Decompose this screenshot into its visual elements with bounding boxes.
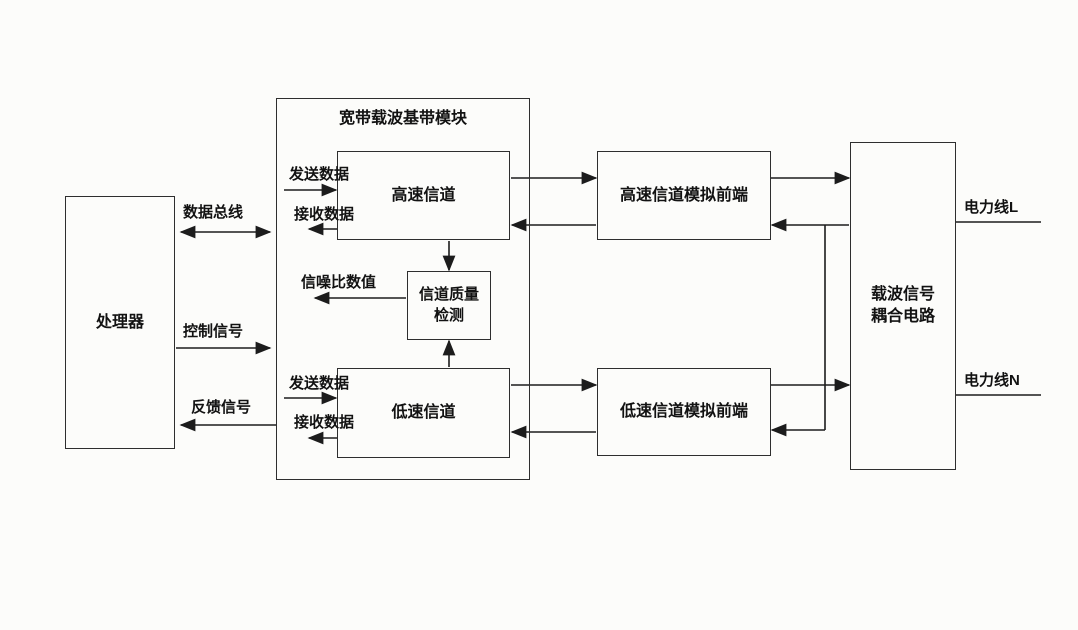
node-high-speed-afe: 高速信道模拟前端 xyxy=(597,151,771,240)
module-frame-broadband-baseband xyxy=(276,98,530,480)
label-hs-receive-data: 接收数据 xyxy=(294,206,355,223)
label-power-line-l: 电力线L xyxy=(964,199,1019,216)
module-title: 宽带载波基带模块 xyxy=(338,110,467,127)
node-high-speed-afe-label: 高速信道模拟前端 xyxy=(619,186,748,204)
node-low-speed-channel-label: 低速信道 xyxy=(391,404,456,422)
label-ls-receive-data: 接收数据 xyxy=(294,414,355,431)
label-feedback-signal: 反馈信号 xyxy=(191,399,252,416)
node-low-speed-channel: 低速信道 xyxy=(337,368,510,458)
node-processor-label: 处理器 xyxy=(95,313,144,331)
label-hs-send-data: 发送数据 xyxy=(289,166,350,183)
label-power-line-n: 电力线N xyxy=(964,372,1020,389)
label-data-bus: 数据总线 xyxy=(183,204,244,221)
node-high-speed-channel: 高速信道 xyxy=(337,151,510,240)
node-channel-quality-detect: 信道质量 检测 xyxy=(407,271,491,340)
node-channel-quality-line2: 检测 xyxy=(433,306,464,324)
node-low-speed-afe-label: 低速信道模拟前端 xyxy=(619,403,748,421)
node-coupling-line2: 耦合电路 xyxy=(870,308,935,325)
node-coupling-circuit: 载波信号 耦合电路 xyxy=(850,142,956,470)
node-low-speed-afe: 低速信道模拟前端 xyxy=(597,368,771,456)
label-snr-value: 信噪比数值 xyxy=(301,274,377,291)
label-control-signal: 控制信号 xyxy=(183,323,244,340)
node-high-speed-channel-label: 高速信道 xyxy=(391,186,456,204)
node-coupling-line1: 载波信号 xyxy=(870,286,935,304)
node-processor: 处理器 xyxy=(65,196,175,449)
node-channel-quality-line1: 信道质量 xyxy=(418,286,479,304)
label-ls-send-data: 发送数据 xyxy=(289,375,350,392)
